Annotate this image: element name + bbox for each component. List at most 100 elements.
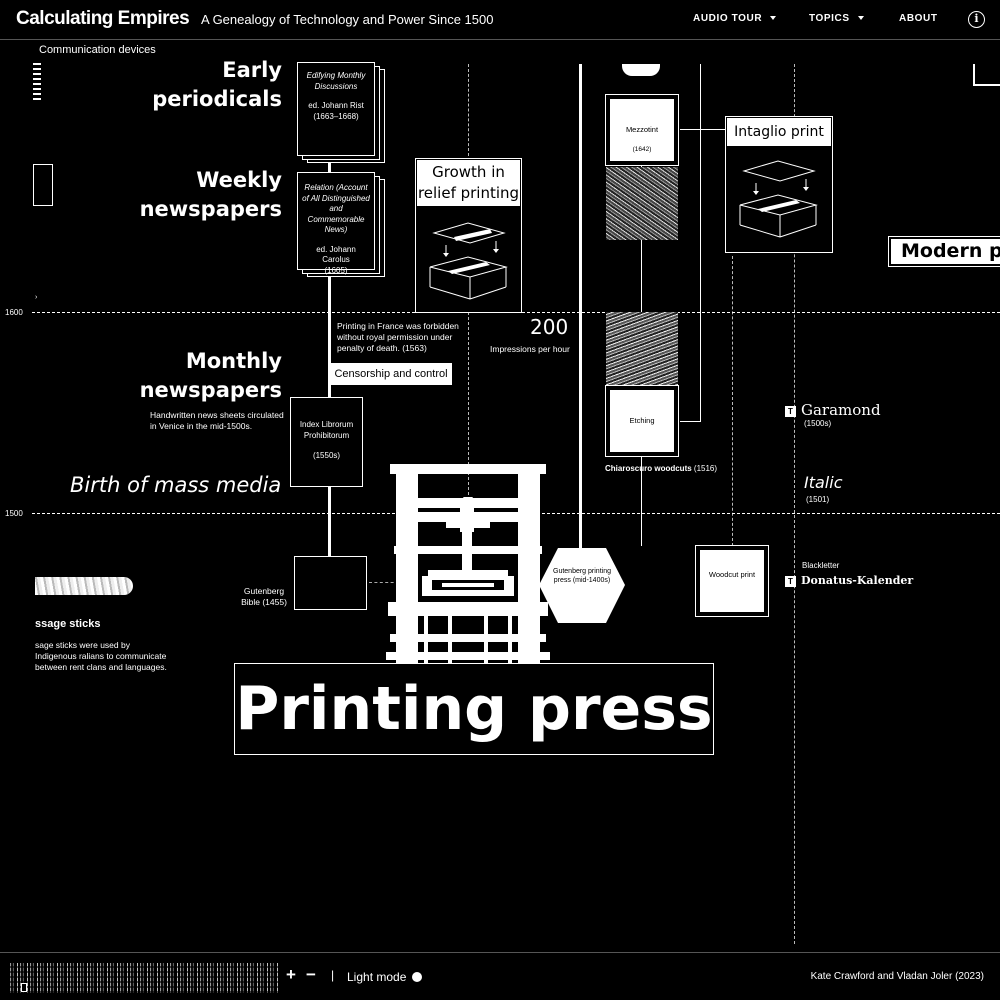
chevron-down-icon: [857, 16, 864, 21]
timeline-canvas[interactable]: 1600 1500 › Early periodicals Weekly new…: [0, 40, 1000, 952]
periodical-line: [328, 95, 331, 557]
nav-about[interactable]: ABOUT: [899, 13, 938, 24]
message-stick-image[interactable]: [35, 577, 133, 595]
gutenberg-press-hexagon[interactable]: [538, 547, 626, 624]
partial-image: [622, 64, 660, 76]
card-title: Index Librorum Prohibitorum: [299, 420, 354, 440]
gutenberg-bible-box[interactable]: [294, 556, 367, 610]
relief-dash: [468, 312, 469, 500]
card-editor: ed. Johann Rist: [308, 101, 364, 110]
printing-press-icon: [386, 464, 550, 664]
mezzotint-image[interactable]: [606, 167, 678, 240]
nav-audio-tour[interactable]: AUDIO TOUR: [693, 13, 777, 24]
bottom-bar: + − | Light mode Kate Crawford and Vlada…: [0, 952, 1000, 1000]
site-subtitle: A Genealogy of Technology and Power Sinc…: [201, 12, 494, 27]
year-label-1600: 1600: [5, 308, 23, 317]
light-mode-label[interactable]: Light mode: [347, 970, 407, 984]
card-years: (1663–1668): [313, 111, 359, 121]
typeface-icon: T: [785, 575, 796, 587]
typeface-italic[interactable]: Italic: [804, 473, 843, 492]
press-box-icon: [739, 160, 818, 238]
censorship-label[interactable]: Censorship and control: [330, 363, 452, 385]
card-relation[interactable]: Relation (Account of All Distinguished a…: [297, 172, 375, 275]
etching-label: Etching: [629, 416, 655, 425]
info-icon[interactable]: i: [968, 11, 985, 28]
donatus-label: Donatus-Kalender: [801, 574, 914, 587]
message-sticks-title: ssage sticks: [35, 618, 101, 630]
card-years: (1550s): [312, 451, 341, 460]
message-sticks-text: sage sticks were used by Indigenous rali…: [35, 640, 167, 672]
era-label: Birth of mass media: [70, 473, 282, 497]
card-mezzotint[interactable]: Mezzotint (1642): [605, 94, 679, 166]
woodcut-label: Woodcut print: [708, 570, 756, 579]
arrow-down-icon: [463, 497, 473, 505]
woodcut-inner: Woodcut print: [699, 549, 765, 613]
impressions-label: Impressions per hour: [490, 344, 570, 354]
typeface-garamond[interactable]: T Garamond: [785, 401, 881, 419]
card-etching[interactable]: Etching: [605, 385, 679, 457]
impressions-value: 200: [530, 315, 569, 339]
footer-separator: |: [331, 968, 335, 982]
gutenberg-press-label: Gutenberg printing press (mid-1400s): [553, 568, 611, 584]
blackletter-label: Blackletter: [802, 561, 840, 570]
credits: Kate Crawford and Vladan Joler (2023): [810, 971, 984, 982]
nav-audio-tour-label: AUDIO TOUR: [693, 13, 763, 24]
card-index-librorum[interactable]: Index Librorum Prohibitorum (1550s): [290, 397, 363, 487]
press-box-icon: [429, 222, 508, 300]
italic-year: (1501): [806, 495, 830, 504]
chevron-down-icon: [770, 16, 777, 21]
partial-image: [33, 62, 41, 100]
heading-monthly-newspapers: Monthly newspapers: [139, 349, 282, 402]
minimap[interactable]: [8, 963, 278, 993]
mezzotint-inner: Mezzotint (1642): [609, 98, 675, 162]
card-modern-printing[interactable]: Modern pr: [888, 236, 1000, 267]
etching-inner: Etching: [609, 389, 675, 453]
monthly-note: Handwritten news sheets circulated in Ve…: [150, 410, 284, 431]
card-editor: ed. Johann Carolus: [316, 244, 356, 265]
typeface-donatus[interactable]: T Donatus-Kalender: [785, 574, 913, 587]
card-years: (1605): [324, 265, 348, 275]
corner-bracket: [973, 64, 1000, 86]
partial-card: [33, 164, 53, 206]
censorship-note: Printing in France was forbidden without…: [337, 321, 459, 353]
main-title[interactable]: Printing press: [234, 663, 714, 755]
nav-topics[interactable]: TOPICS: [809, 13, 864, 24]
heading-early-periodicals: Early periodicals: [152, 58, 282, 111]
light-mode-toggle[interactable]: [412, 972, 422, 982]
card-relief-printing[interactable]: Growth in relief printing: [415, 158, 522, 313]
zoom-in-button[interactable]: +: [286, 965, 296, 984]
press-line: [579, 64, 582, 549]
nav-topics-label: TOPICS: [809, 13, 850, 24]
printmaking-line-lower: [641, 430, 642, 546]
site-logo[interactable]: Calculating Empires: [16, 8, 190, 29]
card-intaglio[interactable]: Intaglio print: [725, 116, 833, 253]
woodcut-dash: [732, 256, 733, 546]
mezzotint-connector: [680, 129, 726, 130]
typeface-icon: T: [785, 405, 796, 417]
mezzotint-label: Mezzotint: [625, 125, 659, 134]
garamond-year: (1500s): [804, 419, 832, 428]
card-title: Relation (Account of All Distinguished a…: [302, 183, 370, 234]
garamond-label: Garamond: [801, 401, 881, 419]
mezzotint-year: (1642): [632, 146, 652, 153]
zoom-out-button[interactable]: −: [306, 965, 316, 984]
typeface-dash: [794, 64, 795, 944]
year-label-1500: 1500: [5, 509, 23, 518]
card-title: Edifying Monthly Discussions: [306, 71, 366, 91]
chiaroscuro-year: (1516): [693, 464, 718, 473]
card-woodcut[interactable]: Woodcut print: [695, 545, 769, 617]
printmaking-line: [641, 164, 642, 386]
modern-title: Modern pr: [891, 239, 1000, 264]
etching-connector: [680, 421, 701, 422]
etching-image[interactable]: [606, 312, 678, 385]
bible-connector: [369, 582, 399, 583]
card-edifying[interactable]: Edifying Monthly Discussions ed. Johann …: [297, 62, 375, 156]
relief-printing-title: Growth in relief printing: [417, 160, 520, 206]
chiaroscuro-label: Chiaroscuro woodcuts (1516): [605, 464, 717, 473]
relief-dash-top: [468, 64, 469, 156]
heading-weekly-newspapers: Weekly newspapers: [139, 168, 282, 221]
gutenberg-bible-label: Gutenberg Bible (1455): [241, 586, 287, 607]
minimap-viewport-marker[interactable]: [21, 983, 27, 992]
chiaroscuro-name: Chiaroscuro woodcuts: [605, 464, 692, 473]
